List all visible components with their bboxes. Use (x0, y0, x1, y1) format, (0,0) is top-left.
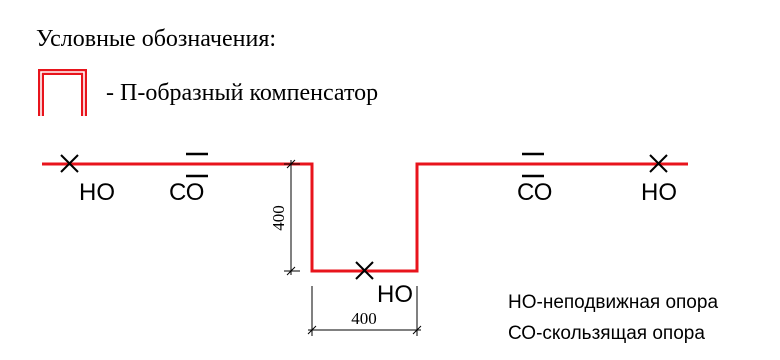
fixed-support-label-right: НО (641, 179, 677, 206)
sliding-support-icon (186, 152, 208, 178)
fixed-support-label-bottom: НО (377, 281, 413, 308)
note-sliding-support: СО-скользящая опора (508, 323, 705, 344)
sliding-support-label-right: СО (517, 179, 552, 206)
fixed-support-cross-icon (355, 261, 374, 280)
legend-title: Условные обозначения: (36, 26, 276, 52)
compensator-legend-icon (38, 69, 87, 116)
fixed-support-cross-icon (60, 154, 79, 173)
fixed-support-label-left: НО (79, 179, 115, 206)
height-dimension-value: 400 (269, 205, 288, 231)
sliding-support-label-left: СО (169, 179, 204, 206)
height-dimension-line (284, 159, 300, 276)
width-dimension-value: 400 (351, 309, 377, 328)
pipeline-with-compensator (42, 162, 688, 273)
note-fixed-support: НО-неподвижная опора (508, 292, 718, 313)
width-dimension-line (307, 286, 422, 336)
sliding-support-icon (522, 152, 544, 178)
fixed-support-cross-icon (649, 154, 668, 173)
compensator-legend-label: - П-образный компенсатор (106, 80, 378, 106)
